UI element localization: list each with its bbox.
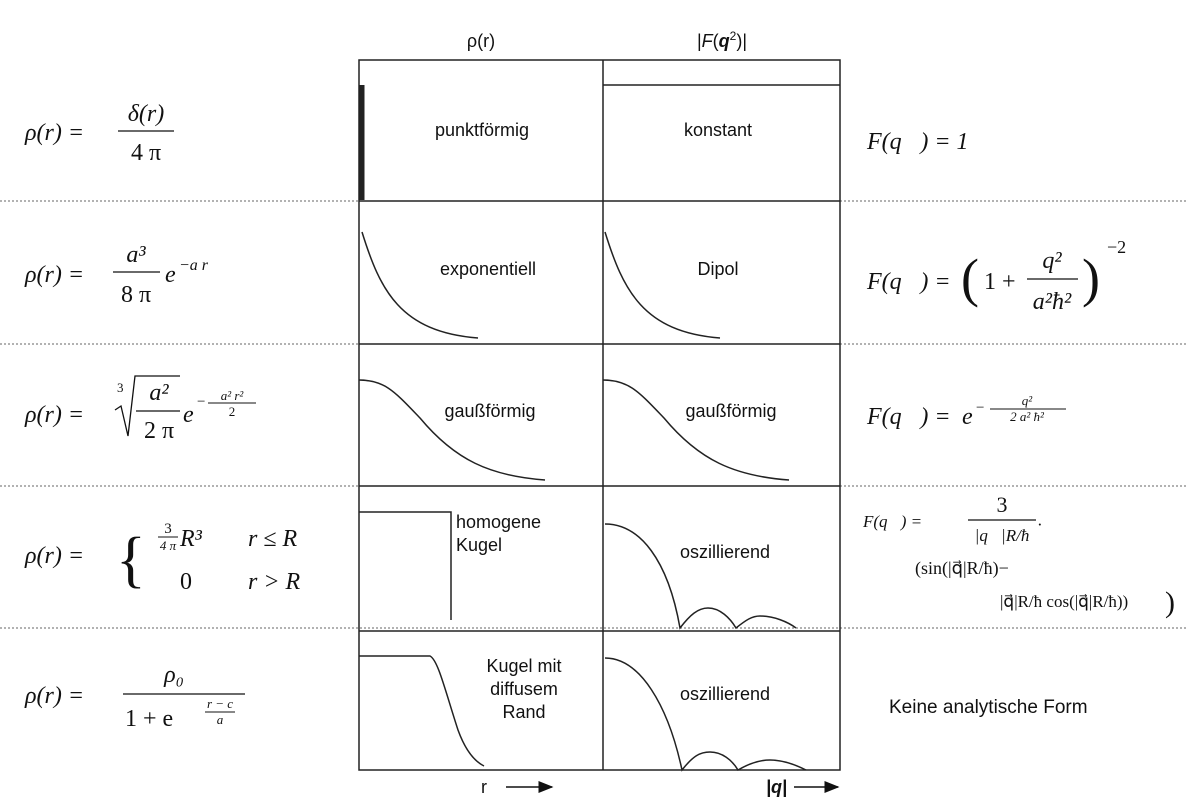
curve-oscillating-2 <box>604 657 807 772</box>
axis-label-q: |q| <box>766 777 787 797</box>
svg-text:−a r: −a r <box>179 257 209 274</box>
svg-text:ρ(r) =: ρ(r) = <box>24 683 84 709</box>
svg-text:F(q⃗) =: F(q⃗) = <box>866 269 951 295</box>
svg-text:−: − <box>976 400 984 416</box>
label-konstant: konstant <box>684 120 752 140</box>
axis-label-r: r <box>481 777 487 797</box>
svg-text:δ(r): δ(r) <box>128 101 164 127</box>
svg-text:1 + e: 1 + e <box>125 706 173 732</box>
svg-text:ρ(r) =: ρ(r) = <box>24 543 84 569</box>
svg-text:): ) <box>1082 248 1100 308</box>
curve-dipole <box>604 231 721 339</box>
label-homogene: homogene <box>456 512 541 532</box>
label-gaussfoermig-ff: gaußförmig <box>685 401 776 421</box>
label-exponentiell: exponentiell <box>440 259 536 279</box>
svg-text:q²: q² <box>1022 393 1034 408</box>
svg-text:2 a² ħ²: 2 a² ħ² <box>1010 409 1045 424</box>
svg-text:3: 3 <box>997 492 1008 517</box>
formula-f-none: Keine analytische Form <box>889 697 1088 718</box>
label-kugel: Kugel <box>456 535 502 555</box>
svg-text:a²: a² <box>149 380 169 406</box>
svg-text:ρ(r) =: ρ(r) = <box>24 120 84 146</box>
label-punktfoermig: punktförmig <box>435 120 529 140</box>
svg-text:e: e <box>962 404 973 430</box>
svg-text:r ≤ R: r ≤ R <box>248 526 298 552</box>
svg-text:4 π: 4 π <box>160 538 177 553</box>
svg-text:2: 2 <box>229 404 236 419</box>
table-border <box>358 59 841 771</box>
svg-text:ρ(r) =: ρ(r) = <box>24 402 84 428</box>
label-oszillierend-2: oszillierend <box>680 684 770 704</box>
formula-f-gauss: F(q⃗) = e − q² 2 a² ħ² <box>866 393 1066 430</box>
svg-text:a²ħ²: a²ħ² <box>1033 289 1072 315</box>
curve-diffuse-sphere <box>359 655 485 767</box>
svg-text:2 π: 2 π <box>144 418 174 444</box>
svg-text:|q⃗|R/ħ cos(|q⃗|R/ħ)): |q⃗|R/ħ cos(|q⃗|R/ħ)) <box>1000 592 1128 611</box>
svg-text:(sin(|q⃗|R/ħ)−: (sin(|q⃗|R/ħ)− <box>915 558 1009 579</box>
svg-text:): ) <box>1165 586 1175 619</box>
svg-text:a² r²: a² r² <box>221 388 245 403</box>
svg-text:r − c: r − c <box>207 696 233 711</box>
svg-text:R³: R³ <box>179 526 203 552</box>
curves <box>358 84 840 772</box>
formula-rho-point: ρ(r) = δ(r) 4 π <box>24 101 174 166</box>
formula-rho-exponential: ρ(r) = a³ 8 π e −a r <box>24 242 209 308</box>
curve-oscillating-1 <box>604 523 797 630</box>
curve-gauss-rho <box>358 379 546 481</box>
formula-rho-fermi: ρ(r) = ρ₀ 1 + e r − c a <box>24 662 245 732</box>
svg-text:0: 0 <box>180 569 192 595</box>
svg-text:3: 3 <box>117 380 124 395</box>
svg-text:ρ₀: ρ₀ <box>163 662 184 688</box>
svg-text:8 π: 8 π <box>121 282 151 308</box>
formula-rho-homogeneous: ρ(r) = { 3 4 π R³ r ≤ R 0 r > R <box>24 521 301 595</box>
label-kugel-mit: Kugel mit <box>486 656 561 676</box>
curve-homogeneous-sphere <box>359 511 452 620</box>
svg-text:1 +: 1 + <box>984 269 1016 295</box>
formula-rho-gauss: ρ(r) = 3 a² 2 π e − a² r² 2 <box>24 375 256 444</box>
curve-exponential-rho <box>361 231 479 339</box>
svg-text:e: e <box>165 262 176 288</box>
label-gaussfoermig-rho: gaußförmig <box>444 401 535 421</box>
svg-text:F(q⃗) =: F(q⃗) = <box>862 512 922 531</box>
label-rand: Rand <box>502 702 545 722</box>
label-diffusem: diffusem <box>490 679 558 699</box>
formula-f-constant: F(q⃗) = 1 <box>866 129 969 155</box>
label-oszillierend-1: oszillierend <box>680 542 770 562</box>
label-dipol: Dipol <box>697 259 738 279</box>
svg-text:q²: q² <box>1042 248 1062 274</box>
svg-text:F(q⃗) =: F(q⃗) = <box>866 404 951 430</box>
header-form-factor: |F(q2)| <box>697 29 747 51</box>
header-rho: ρ(r) <box>467 31 495 51</box>
svg-text:r > R: r > R <box>248 569 301 595</box>
svg-text:a: a <box>217 712 224 727</box>
svg-text:4 π: 4 π <box>131 140 161 166</box>
svg-text:{: { <box>116 526 146 594</box>
svg-text:e: e <box>183 402 194 428</box>
svg-text:|q⃗|R/ħ: |q⃗|R/ħ <box>975 526 1030 545</box>
svg-text:·: · <box>1037 515 1043 534</box>
svg-text:ρ(r) =: ρ(r) = <box>24 262 84 288</box>
curve-gauss-ff <box>602 379 790 481</box>
formula-f-dipole: F(q⃗) = ( 1 + q² a²ħ² ) −2 <box>866 237 1126 315</box>
svg-text:−: − <box>197 394 205 410</box>
table-frame <box>358 59 841 771</box>
svg-text:a³: a³ <box>126 242 146 268</box>
svg-text:−2: −2 <box>1107 237 1126 257</box>
svg-text:3: 3 <box>164 521 172 537</box>
formula-f-homogeneous: F(q⃗) = 3 |q⃗|R/ħ · (sin(|q⃗|R/ħ)− |q⃗|R… <box>862 492 1175 619</box>
svg-text:(: ( <box>961 248 979 308</box>
